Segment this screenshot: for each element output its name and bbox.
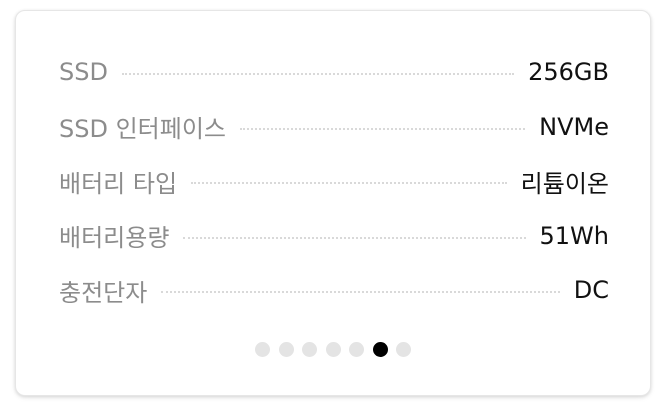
spec-value: 51Wh [539,221,609,250]
dotted-leader [121,73,515,76]
spec-row-battery-capacity: 배터리용량 51Wh [59,209,609,264]
spec-label: 충전단자 [59,278,148,307]
pagination-dots [16,342,650,357]
dotted-leader [191,182,507,185]
spec-row-battery-type: 배터리 타입 리튬이온 [59,154,609,209]
spec-value: 리튬이온 [520,169,609,198]
page-dot-5[interactable] [349,342,364,357]
spec-label: SSD 인터페이스 [59,115,226,144]
page-dot-7[interactable] [396,342,411,357]
page-dot-6[interactable] [372,342,388,357]
page-dot-4[interactable] [325,342,341,357]
spec-value: DC [573,276,609,305]
page-dot-2[interactable] [278,342,294,357]
spec-label: SSD [59,58,108,87]
spec-card: SSD 256GB SSD 인터페이스 NVMe 배터리 타입 리튬이온 배터리… [15,10,651,396]
page-dot-3[interactable] [302,342,317,357]
spec-label: 배터리 타입 [59,169,178,198]
spec-row-charging-port: 충전단자 DC [59,263,609,318]
spec-value: NVMe [539,112,609,141]
page-dot-1[interactable] [255,342,270,357]
spec-value: 256GB [528,58,609,87]
dotted-leader [239,127,526,130]
spec-row-ssd: SSD 256GB [59,45,609,100]
spec-list: SSD 256GB SSD 인터페이스 NVMe 배터리 타입 리튬이온 배터리… [59,45,609,318]
spec-label: 배터리용량 [59,224,170,253]
spec-row-ssd-interface: SSD 인터페이스 NVMe [59,100,609,155]
dotted-leader [161,291,560,294]
dotted-leader [183,236,526,239]
